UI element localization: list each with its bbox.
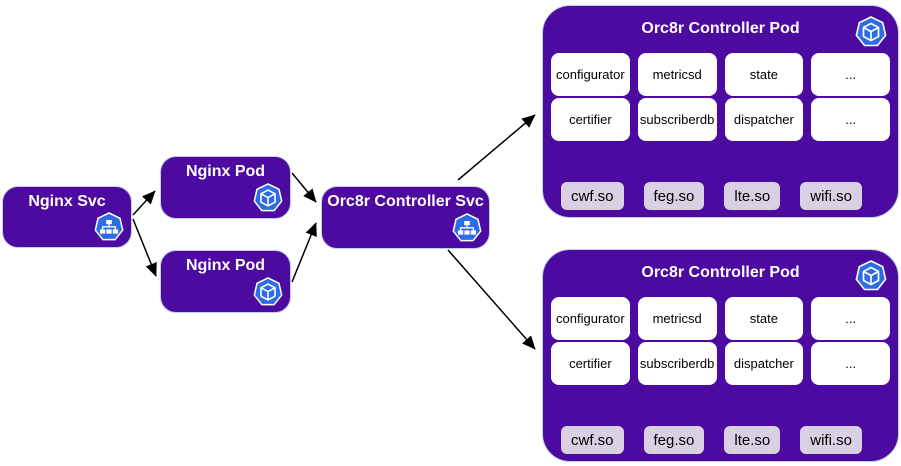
service-box-configurator: configurator — [551, 297, 630, 340]
module-box-lte: lte.so — [724, 182, 781, 210]
service-box-subscriberdb: subscriberdb — [637, 98, 717, 141]
service-box-dispatcher: dispatcher — [724, 98, 804, 141]
service-box-ellipsis: ... — [811, 98, 890, 141]
module-row: cwf.so feg.so lte.so wifi.so — [561, 426, 862, 454]
service-box-certifier: certifier — [551, 342, 630, 385]
module-box-lte: lte.so — [724, 426, 781, 454]
module-box-cwf: cwf.so — [561, 182, 624, 210]
module-box-wifi: wifi.so — [800, 426, 862, 454]
edge-nginx-pod-b-to-orc8r-svc — [291, 222, 317, 283]
node-label: Nginx Pod — [185, 257, 266, 274]
k8s-pod-icon — [253, 183, 283, 212]
module-box-feg: feg.so — [643, 182, 705, 210]
service-box-metricsd: metricsd — [637, 297, 717, 340]
module-row: cwf.so feg.so lte.so wifi.so — [561, 182, 862, 210]
service-box-certifier: certifier — [551, 98, 630, 141]
service-box-state: state — [724, 297, 804, 340]
edge-orc8r-svc-to-orc8r-pod-b — [447, 249, 536, 350]
module-box-cwf: cwf.so — [561, 426, 624, 454]
k8s-pod-icon — [855, 16, 887, 47]
module-box-feg: feg.so — [643, 426, 705, 454]
service-box-dispatcher: dispatcher — [724, 342, 804, 385]
edge-nginx-svc-to-nginx-pod-b — [132, 218, 157, 277]
pod-title: Orc8r Controller Pod — [641, 264, 800, 281]
k8s-service-icon — [452, 213, 482, 242]
service-grid: configurator metricsd state ... certifie… — [551, 53, 890, 141]
service-box-configurator: configurator — [551, 53, 630, 96]
module-box-wifi: wifi.so — [800, 182, 862, 210]
service-box-subscriberdb: subscriberdb — [637, 342, 717, 385]
node-nginx-svc: Nginx Svc — [2, 186, 132, 248]
pod-title: Orc8r Controller Pod — [641, 20, 800, 37]
service-grid: configurator metricsd state ... certifie… — [551, 297, 890, 385]
node-label: Nginx Svc — [28, 193, 106, 210]
node-label: Orc8r Controller Svc — [327, 193, 484, 210]
node-nginx-pod-b: Nginx Pod — [160, 250, 291, 313]
node-orc8r-controller-pod-b: Orc8r Controller Pod configurator metric… — [542, 249, 899, 462]
node-orc8r-controller-pod-a: Orc8r Controller Pod configurator metric… — [542, 5, 899, 218]
edge-orc8r-svc-to-orc8r-pod-a — [457, 114, 536, 181]
k8s-pod-icon — [855, 260, 887, 291]
service-box-ellipsis: ... — [811, 342, 890, 385]
node-nginx-pod-a: Nginx Pod — [160, 156, 291, 219]
k8s-pod-icon — [253, 277, 283, 306]
node-label: Nginx Pod — [185, 163, 266, 180]
edge-nginx-svc-to-nginx-pod-a — [132, 190, 156, 216]
node-orc8r-controller-svc: Orc8r Controller Svc — [321, 186, 490, 249]
edge-nginx-pod-a-to-orc8r-svc — [291, 172, 317, 203]
service-box-state: state — [724, 53, 804, 96]
k8s-service-icon — [94, 212, 124, 241]
service-box-ellipsis: ... — [811, 297, 890, 340]
service-box-metricsd: metricsd — [637, 53, 717, 96]
service-box-ellipsis: ... — [811, 53, 890, 96]
